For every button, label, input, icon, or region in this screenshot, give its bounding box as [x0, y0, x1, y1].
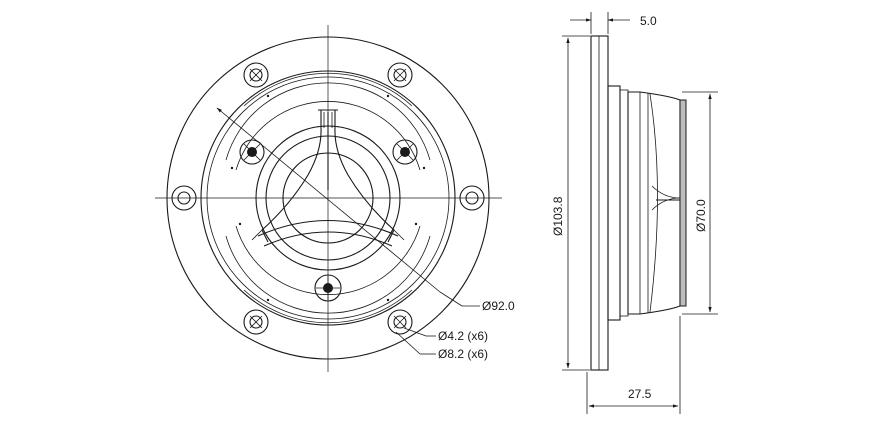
hole-dimensions: Ø4.2 (x6) Ø8.2 (x6): [395, 327, 488, 361]
hole-large-label: Ø8.2 (x6): [438, 347, 488, 361]
faceplate-dots: [230, 94, 426, 302]
outer-diameter-dimension: Ø103.8: [551, 35, 590, 371]
side-rear-ring: [607, 85, 621, 321]
bolt-circle-label: Ø92.0: [482, 299, 515, 313]
side-flange: [590, 35, 609, 371]
side-body: [627, 91, 687, 315]
screw: [239, 139, 265, 165]
side-view: 5.0 Ø103.8 Ø70.0 27.5: [551, 12, 718, 414]
mounting-hole: [387, 309, 413, 335]
depth-label: 27.5: [628, 387, 652, 401]
mounting-hole: [243, 62, 269, 88]
screw: [392, 139, 418, 165]
outer-diameter-label: Ø103.8: [551, 196, 565, 236]
bolt-circle-dimension: Ø92.0: [216, 107, 515, 313]
front-view: Ø92.0 Ø4.2 (x6) Ø8.2 (x6): [155, 25, 515, 372]
flange-thickness-dimension: 5.0: [570, 12, 657, 34]
side-rear-ring-inner: [619, 89, 629, 317]
hole-small-label: Ø4.2 (x6): [438, 329, 488, 343]
body-diameter-label: Ø70.0: [694, 199, 708, 232]
body-diameter-dimension: Ø70.0: [682, 91, 718, 315]
mounting-hole: [387, 62, 413, 88]
centre-lines: [155, 25, 502, 372]
flange-thickness-label: 5.0: [640, 14, 657, 28]
mounting-hole: [243, 309, 269, 335]
depth-dimension: 27.5: [586, 316, 681, 414]
